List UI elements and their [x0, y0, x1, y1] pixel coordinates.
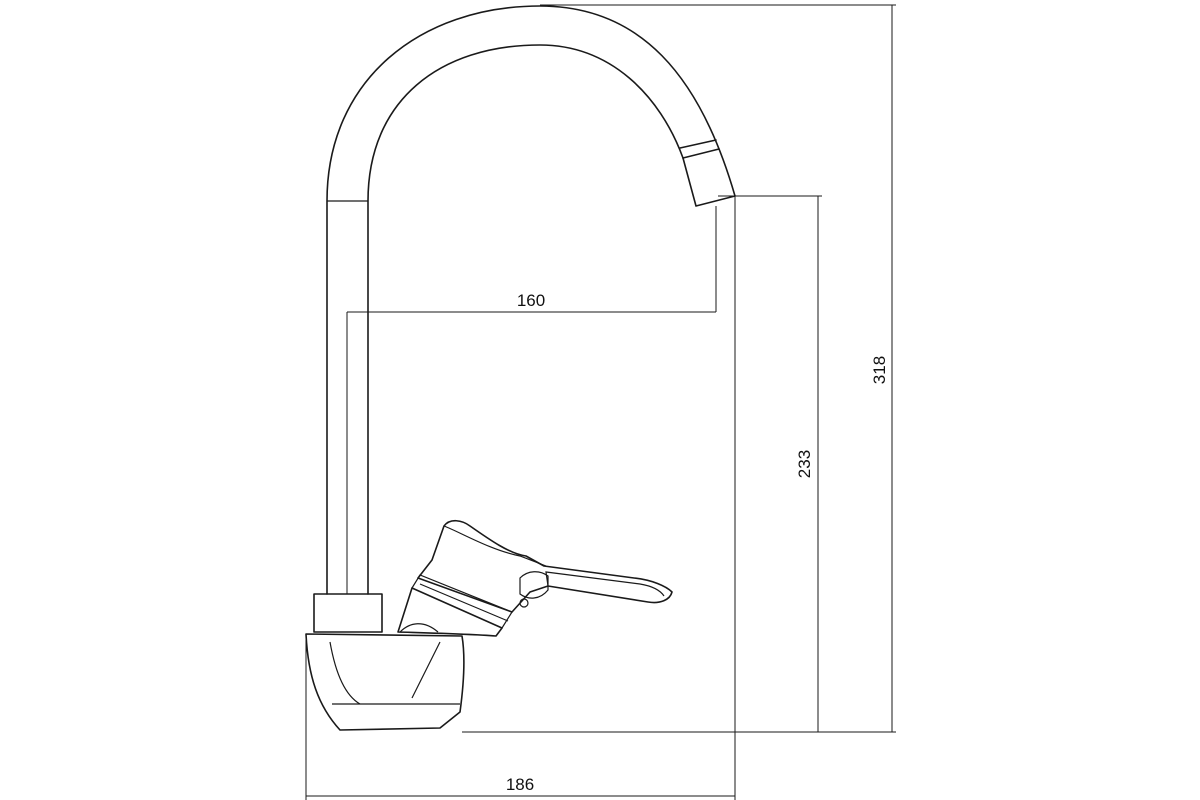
aerator-ring [679, 139, 720, 159]
spout-outlet [682, 157, 736, 207]
lever-underside [545, 571, 665, 597]
spout-inner-contour [367, 44, 684, 595]
spout-outer-contour [326, 5, 736, 595]
dimension-total-height: 318 [540, 4, 896, 733]
reach-value: 160 [517, 291, 545, 310]
lever-screw [519, 598, 529, 608]
dimension-spout-reach: 160 [346, 206, 717, 594]
lever-handle [417, 519, 673, 613]
depth-value: 186 [506, 775, 534, 794]
lever-top-edge [443, 525, 547, 567]
base-bowl [305, 633, 465, 731]
lever-grip [519, 571, 549, 599]
swivel-collar [313, 593, 383, 633]
dimension-total-depth: 186 [305, 196, 736, 800]
dimension-spout-height: 233 [462, 195, 822, 733]
base-inner-contour [329, 641, 441, 705]
cartridge-collar [411, 574, 513, 629]
faucet-outline [305, 5, 736, 731]
cartridge-body [397, 587, 503, 637]
height-value: 233 [795, 450, 814, 478]
base-indicator [399, 623, 439, 633]
dimension-annotations: 160 233 318 186 [305, 4, 896, 800]
total-height-value: 318 [870, 356, 889, 384]
